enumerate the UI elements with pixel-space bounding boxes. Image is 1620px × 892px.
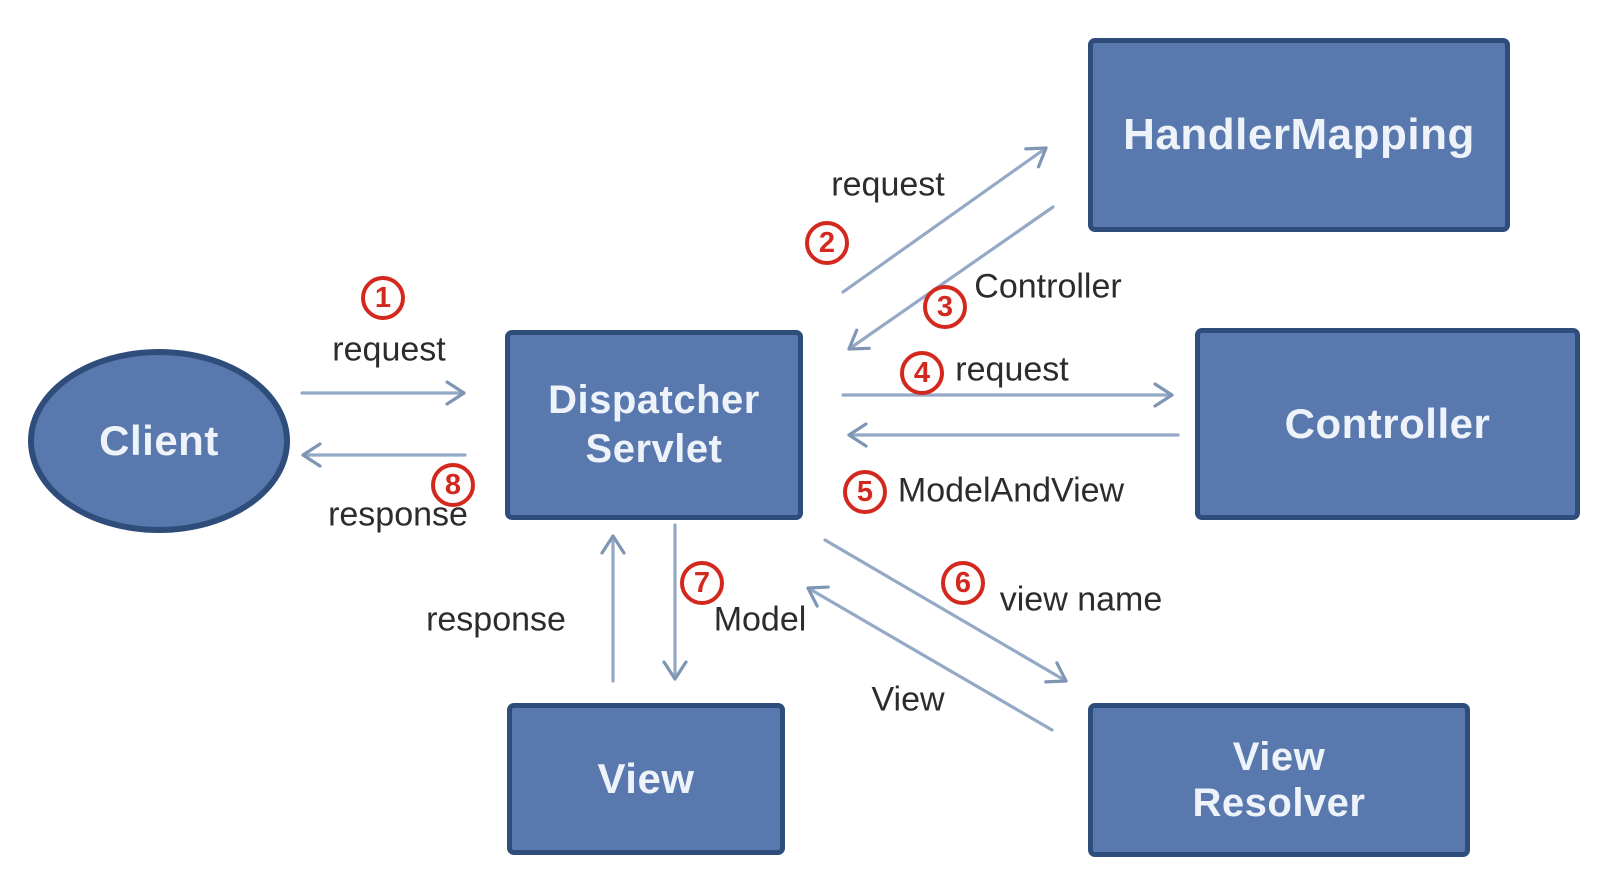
node-dispatcher-servlet-line2: Servlet [585, 427, 723, 471]
step-badge-6: 6 [941, 561, 985, 605]
arrow-2-request-dispatcher-to-handlermapping [841, 146, 1048, 294]
node-client-label: Client [99, 417, 219, 465]
node-controller: Controller [1195, 328, 1580, 520]
flow-label-request-2: request [831, 165, 945, 204]
node-view: View [507, 703, 785, 855]
node-view-label: View [597, 755, 695, 803]
flow-label-response-view: response [426, 600, 566, 639]
flow-label-model-7: Model [713, 600, 807, 639]
step-badge-2: 2 [805, 221, 849, 265]
node-client: Client [28, 349, 290, 533]
arrow-3-controller-handlermapping-to-dispatcher [847, 205, 1055, 351]
node-handler-mapping-label: HandlerMapping [1123, 110, 1475, 160]
node-controller-label: Controller [1284, 400, 1491, 448]
flow-label-controller-3: Controller [974, 267, 1122, 306]
node-dispatcher-servlet-line1: Dispatcher [548, 378, 760, 423]
flow-label-request-4: request [955, 350, 1069, 389]
flow-label-modelandview-5: ModelAndView [897, 471, 1125, 510]
arrow-view-viewresolver-to-dispatcher [806, 585, 1054, 732]
step-badge-7: 7 [680, 561, 724, 605]
step-badge-4: 4 [900, 351, 944, 395]
node-dispatcher-servlet: Dispatcher Servlet [505, 330, 803, 520]
flow-label-viewname-6: view name [999, 580, 1163, 619]
node-view-resolver-line2: Resolver [1192, 781, 1366, 825]
flow-label-view: View [871, 680, 945, 719]
flow-label-request-1: request [332, 330, 446, 369]
node-view-resolver-line1: View [1232, 735, 1326, 779]
step-badge-1: 1 [361, 276, 405, 320]
flow-label-response-8: response [328, 495, 468, 534]
step-badge-5: 5 [843, 470, 887, 514]
step-badge-3: 3 [923, 285, 967, 329]
step-badge-8: 8 [431, 463, 475, 507]
node-view-resolver: View Resolver [1088, 703, 1470, 857]
node-handler-mapping: HandlerMapping [1088, 38, 1510, 232]
arrow-6-viewname-dispatcher-to-viewresolver [823, 538, 1068, 684]
